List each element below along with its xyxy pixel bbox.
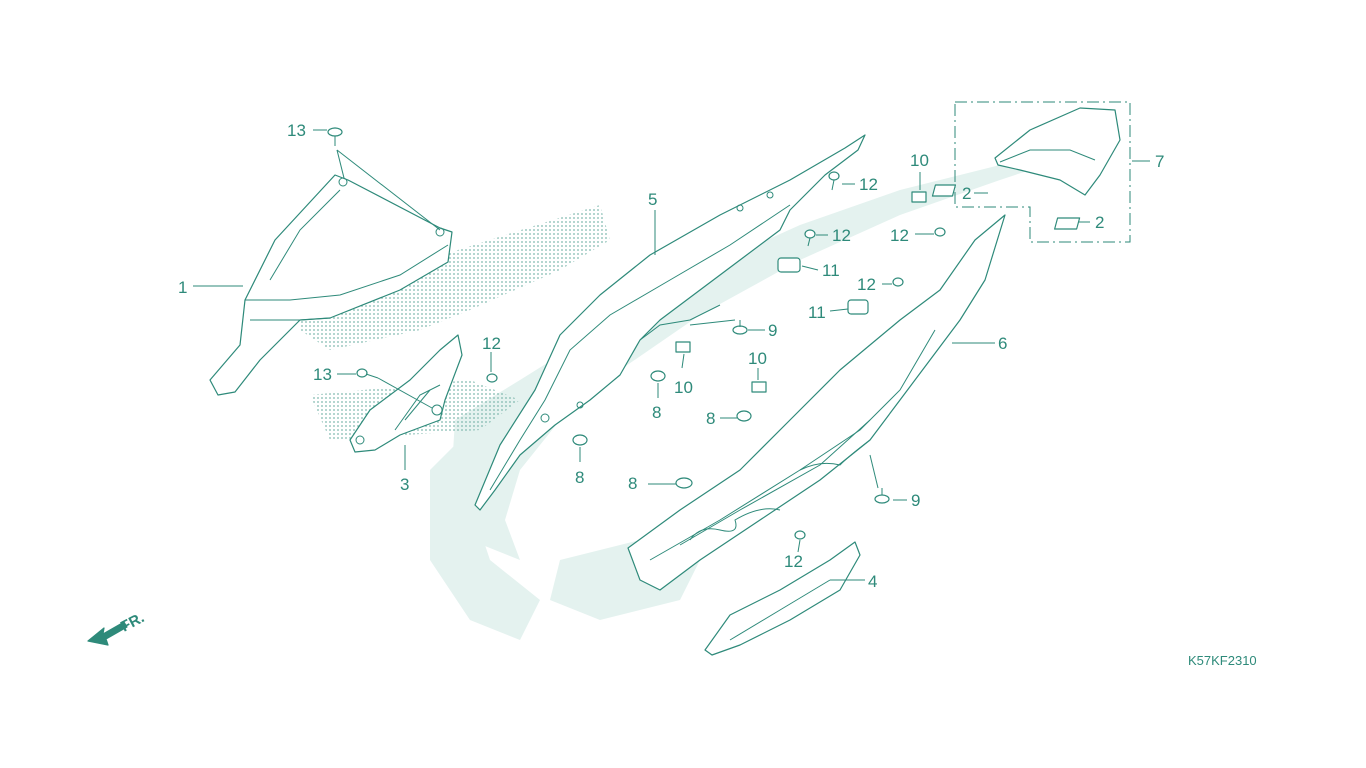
callout-12e: 12 xyxy=(857,275,876,294)
leader-lines xyxy=(193,129,1150,581)
part-2-pads xyxy=(931,184,1081,230)
direction-label: FR. xyxy=(118,609,147,635)
part-1-cover xyxy=(209,174,453,396)
callout-7: 7 xyxy=(1155,152,1164,171)
callout-13a: 13 xyxy=(287,121,306,140)
callout-9b: 9 xyxy=(911,491,920,510)
callout-12d: 12 xyxy=(890,226,909,245)
bolt-12-e xyxy=(892,277,904,287)
callout-labels: 13 1 13 12 3 5 12 12 11 11 9 10 8 8 8 8 … xyxy=(178,121,1164,591)
nut-10-a xyxy=(911,191,927,203)
grommet-8-c xyxy=(736,410,752,422)
clip-11-a xyxy=(777,257,801,273)
callout-12f: 12 xyxy=(784,552,803,571)
clip-11-b xyxy=(847,299,869,315)
diagram-code: K57KF2310 xyxy=(1188,653,1257,668)
callout-13b: 13 xyxy=(313,365,332,384)
bolt-12-a xyxy=(486,373,498,383)
callout-11b: 11 xyxy=(808,303,826,322)
callout-5: 5 xyxy=(648,190,657,209)
part-4-trim xyxy=(704,541,861,656)
callout-12b: 12 xyxy=(859,175,878,194)
bolt-12-c xyxy=(804,229,816,247)
part-5-rail xyxy=(474,134,866,511)
callout-2b: 2 xyxy=(1095,213,1104,232)
callout-6: 6 xyxy=(998,334,1007,353)
callout-9a: 9 xyxy=(768,321,777,340)
bolt-13-left xyxy=(356,368,379,379)
bolt-9-a xyxy=(732,320,748,335)
callout-11a: 11 xyxy=(822,261,840,280)
callout-8c: 8 xyxy=(575,468,584,487)
callout-12c: 12 xyxy=(832,226,851,245)
part-6-side-cover xyxy=(627,214,1006,591)
grommet-8-b xyxy=(572,434,588,446)
nut-10-b xyxy=(675,341,691,353)
callout-1: 1 xyxy=(178,278,187,297)
callout-4: 4 xyxy=(868,572,877,591)
callout-12a: 12 xyxy=(482,334,501,353)
callout-10b: 10 xyxy=(748,349,767,368)
callout-8a: 8 xyxy=(652,403,661,422)
bolt-12-d xyxy=(934,227,946,237)
grommet-8-d xyxy=(675,477,693,489)
grommet-8-a xyxy=(650,370,666,382)
fasteners xyxy=(327,127,946,540)
callout-10c: 10 xyxy=(910,151,929,170)
bolt-13-top xyxy=(327,127,343,146)
nut-10-c xyxy=(751,381,767,393)
bolt-12-b xyxy=(828,171,840,191)
front-direction-arrow: FR. xyxy=(87,609,147,646)
callout-10a: 10 xyxy=(674,378,693,397)
callout-3: 3 xyxy=(400,475,409,494)
bolt-9-b xyxy=(874,488,890,504)
part-7-tail xyxy=(954,101,1131,243)
callout-8b: 8 xyxy=(706,409,715,428)
callout-8d: 8 xyxy=(628,474,637,493)
callout-2a: 2 xyxy=(962,184,971,203)
bolt-12-f xyxy=(794,530,806,540)
